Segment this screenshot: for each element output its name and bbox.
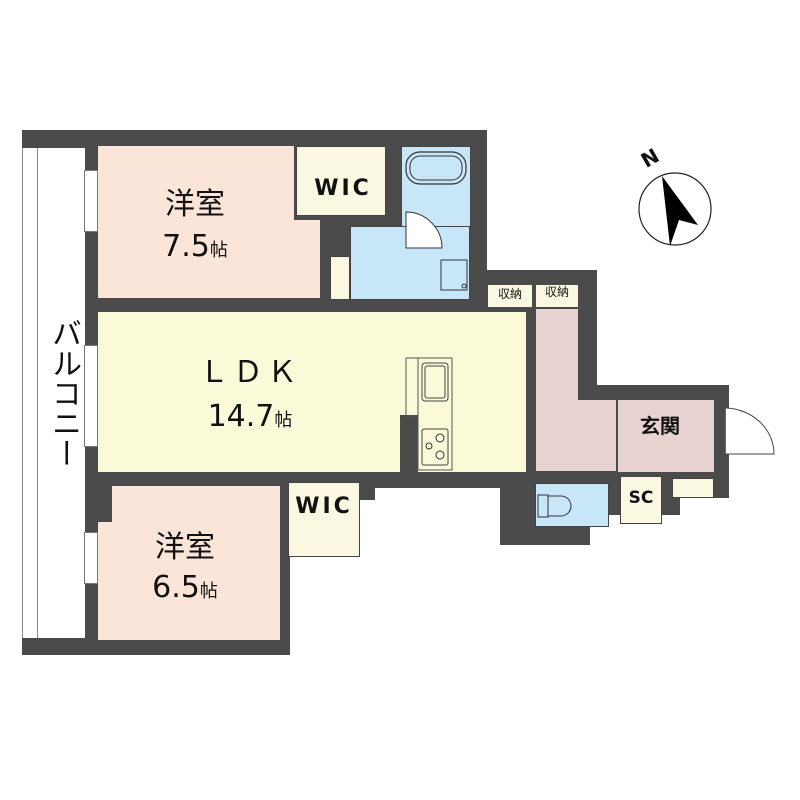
western-room-2-name: 洋室 xyxy=(155,530,215,565)
hallway-lower xyxy=(536,400,616,471)
western-room-1-size: 7.5帖 xyxy=(140,232,250,262)
bathtub-icon xyxy=(405,151,467,185)
ldk-name: ＬＤＫ xyxy=(199,355,301,390)
wic-1-label: WIC xyxy=(314,176,372,201)
ldk-size: 14.7帖 xyxy=(180,402,320,432)
kitchen-counter-icon xyxy=(405,357,453,471)
washbasin-icon xyxy=(440,259,468,291)
western-room-2-unit: 帖 xyxy=(199,581,218,602)
balcony-rail xyxy=(37,148,38,638)
exterior-cutout-4 xyxy=(680,498,730,518)
wic-1 xyxy=(296,146,386,216)
western-room-1-name: 洋室 xyxy=(165,187,225,222)
toilet xyxy=(535,483,609,527)
kitchen-partition xyxy=(400,415,418,472)
balcony xyxy=(22,148,85,638)
window-west-2 xyxy=(84,345,98,447)
western-room-1-unit: 帖 xyxy=(209,240,228,261)
exterior-cutout-2 xyxy=(375,488,500,508)
wic-2 xyxy=(288,482,360,557)
shoe-closet-label: SC xyxy=(628,488,654,508)
window-west-1 xyxy=(84,170,98,232)
ldk-size-value: 14.7 xyxy=(207,399,275,434)
storage-2-label: 収納 xyxy=(544,285,569,299)
storage-1 xyxy=(488,285,532,307)
bathroom-door-swing xyxy=(405,211,443,249)
shoe-closet xyxy=(620,476,662,524)
western-room-2-side xyxy=(98,522,112,640)
western-room-1-size-value: 7.5 xyxy=(162,229,210,264)
balcony-label: バルコニー xyxy=(46,318,81,468)
storage-1-label: 収納 xyxy=(497,287,522,301)
wic-2-label: WIC xyxy=(295,494,353,519)
entrance xyxy=(618,400,714,472)
storage-2 xyxy=(536,285,578,307)
washroom-linen xyxy=(330,256,350,300)
window-west-3 xyxy=(84,532,98,584)
entrance-door-swing xyxy=(725,407,775,455)
western-room-2-size: 6.5帖 xyxy=(130,573,240,603)
toilet-icon xyxy=(537,494,572,518)
western-room-2 xyxy=(112,486,280,640)
western-room-1-ext xyxy=(294,220,320,298)
compass-north-label: N xyxy=(636,143,664,173)
ldk-unit: 帖 xyxy=(274,410,293,431)
shoe-rack xyxy=(672,478,714,498)
western-room-2-size-value: 6.5 xyxy=(152,570,200,605)
entrance-label: 玄関 xyxy=(640,414,680,438)
compass-icon xyxy=(638,172,712,246)
ldk xyxy=(98,312,526,472)
western-room-1 xyxy=(98,146,294,298)
